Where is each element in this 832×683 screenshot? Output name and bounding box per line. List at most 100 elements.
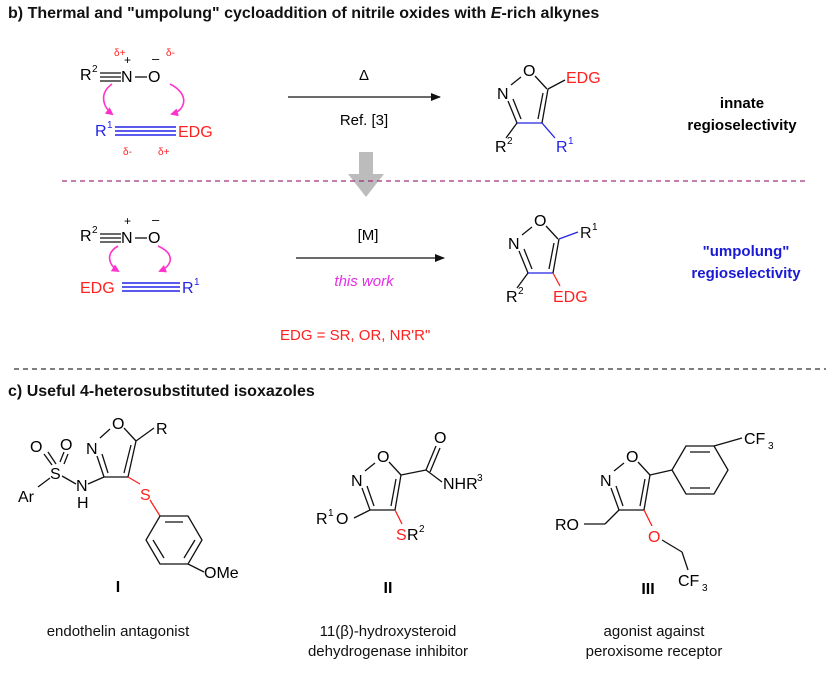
cII-NHR: NHR — [443, 476, 478, 493]
compound-II-desc-line2: dehydrogenase inhibitor — [307, 643, 469, 660]
p1-R1-sup: 1 — [568, 136, 574, 147]
r1-alkyne-delta-minus: δ- — [123, 147, 132, 158]
r1-alkyne-EDG: EDG — [178, 124, 213, 141]
cII-O-carbonyl: O — [434, 430, 446, 447]
r1-note-line2: regioselectivity — [687, 117, 797, 134]
cI-O-b: O — [60, 437, 72, 454]
r2-alkyne-R: R — [182, 280, 194, 297]
compound-III-desc-line2: peroxisome receptor — [585, 643, 723, 660]
p1-R2: R — [495, 139, 507, 156]
cII-S: S — [396, 527, 407, 544]
cI-Ar: Ar — [18, 489, 35, 506]
cI-S: S — [50, 466, 61, 483]
cIII-CF3-sub: 3 — [768, 441, 774, 452]
r2-dipole-R-sup: 2 — [92, 225, 98, 236]
compound-I-desc-line1: endothelin antagonist — [46, 623, 190, 640]
p2-EDG: EDG — [553, 289, 588, 306]
section-b-title-b: -rich alkynes — [501, 5, 600, 22]
cII-O-ether: O — [336, 511, 348, 528]
cI-N: N — [86, 441, 98, 458]
r2-dipole-O: O — [148, 230, 160, 247]
compound-III-structure: O N CF 3 RO O CF 3 — [555, 431, 774, 594]
cI-NH-H: H — [77, 495, 89, 512]
r1-dipole-R-sup: 2 — [92, 64, 98, 75]
r1-curly-arrow-right — [169, 83, 185, 117]
cIII-O: O — [626, 449, 638, 466]
p2-R2-sup: 2 — [518, 286, 524, 297]
cIII-CF3: CF — [744, 431, 766, 448]
r2-curly-arrow-right — [157, 245, 172, 273]
cIII-CF3-b: CF — [678, 573, 700, 590]
r2-arrow-top: [M] — [358, 227, 379, 244]
r2-dipole-minus: – — [152, 212, 160, 227]
r2-note-line1: "umpolung" — [703, 243, 790, 260]
cIII-O-ether: O — [648, 529, 660, 546]
cI-O: O — [112, 416, 124, 433]
edg-definition: EDG = SR, OR, NR'R" — [280, 327, 430, 344]
reaction2-alkyne: EDG R 1 — [80, 277, 200, 297]
cII-O: O — [377, 449, 389, 466]
compound-III-caption: agonist against peroxisome receptor — [554, 622, 754, 662]
r1-dipole-minus: – — [152, 51, 160, 66]
reaction1-note: innate regioselectivity — [687, 95, 797, 134]
r2-note-line2: regioselectivity — [691, 265, 801, 282]
reaction1-alkyne: R 1 EDG δ- δ+ — [95, 120, 213, 158]
compound-II-numeral: II — [384, 580, 393, 597]
r1-alkyne-R-sup: 1 — [107, 120, 113, 131]
reaction2-note: "umpolung" regioselectivity — [691, 243, 801, 282]
section-c-label: c) — [8, 383, 23, 400]
r2-alkyne-EDG: EDG — [80, 280, 115, 297]
p2-O: O — [534, 213, 546, 230]
r2-curly-arrow-left — [108, 245, 120, 273]
cIII-N: N — [600, 473, 612, 490]
cII-R2: R — [407, 527, 419, 544]
r1-dipole-R: R — [80, 67, 92, 84]
cI-NH-N: N — [76, 478, 88, 495]
section-b-title-a: Thermal and "umpolung" cycloaddition of … — [27, 5, 491, 22]
r2-alkyne-R-sup: 1 — [194, 277, 200, 288]
r2-dipole-N: N — [121, 230, 133, 247]
p2-R1: R — [580, 225, 592, 242]
cII-R1-sup: 1 — [328, 508, 334, 519]
section-c-title: Useful 4-heterosubstituted isoxazoles — [26, 383, 315, 400]
reaction2-arrow: [M] this work — [296, 227, 445, 290]
section-c-heading: c) Useful 4-heterosubstituted isoxazoles — [8, 383, 315, 401]
compound-III-numeral: III — [641, 581, 654, 598]
compound-II-desc-line1: 11(β)-hydroxysteroid — [319, 623, 457, 640]
r1-alkyne-delta-plus: δ+ — [158, 147, 170, 158]
reaction1-product: O N EDG R 2 R 1 — [495, 63, 601, 156]
compound-III-desc-line1: agonist against — [603, 623, 705, 640]
r1-note-line1: innate — [720, 95, 764, 112]
reaction2-product: O N R 1 R 2 EDG — [506, 213, 598, 306]
cIII-RO: RO — [555, 517, 579, 534]
compound-I-numeral: I — [116, 579, 120, 596]
cII-R1: R — [316, 511, 328, 528]
cI-R: R — [156, 421, 168, 438]
section-b-heading: b) Thermal and "umpolung" cycloaddition … — [8, 5, 599, 23]
cIII-CF3-b-sub: 3 — [702, 583, 708, 594]
r1-delta-minus: δ- — [166, 48, 175, 59]
r1-arrow-bottom: Ref. [3] — [340, 112, 388, 129]
section-b-title-em: E — [490, 5, 502, 22]
cII-N: N — [351, 473, 363, 490]
p1-R2-sup: 2 — [507, 136, 513, 147]
cI-S-thio: S — [140, 487, 151, 504]
r1-delta-plus: δ+ — [114, 48, 126, 59]
cII-NHR-sup: 3 — [477, 473, 483, 484]
reaction1-nitrile-oxide: R 2 N + O – δ+ δ- — [80, 48, 175, 86]
r1-dipole-N: N — [121, 69, 133, 86]
cI-OMe: OMe — [204, 565, 239, 582]
gray-down-arrow — [348, 152, 384, 197]
r1-alkyne-R: R — [95, 123, 107, 140]
r2-arrow-bottom: this work — [334, 273, 395, 290]
p1-R1: R — [556, 139, 568, 156]
cI-O-a: O — [30, 439, 42, 456]
reaction1-arrow: Δ Ref. [3] — [288, 67, 441, 129]
cII-R2-sup: 2 — [419, 524, 425, 535]
r1-curly-arrow-left — [102, 83, 114, 116]
p1-N: N — [497, 86, 509, 103]
r2-dipole-R: R — [80, 228, 92, 245]
p1-O: O — [523, 63, 535, 80]
section-b-label: b) — [8, 5, 24, 22]
